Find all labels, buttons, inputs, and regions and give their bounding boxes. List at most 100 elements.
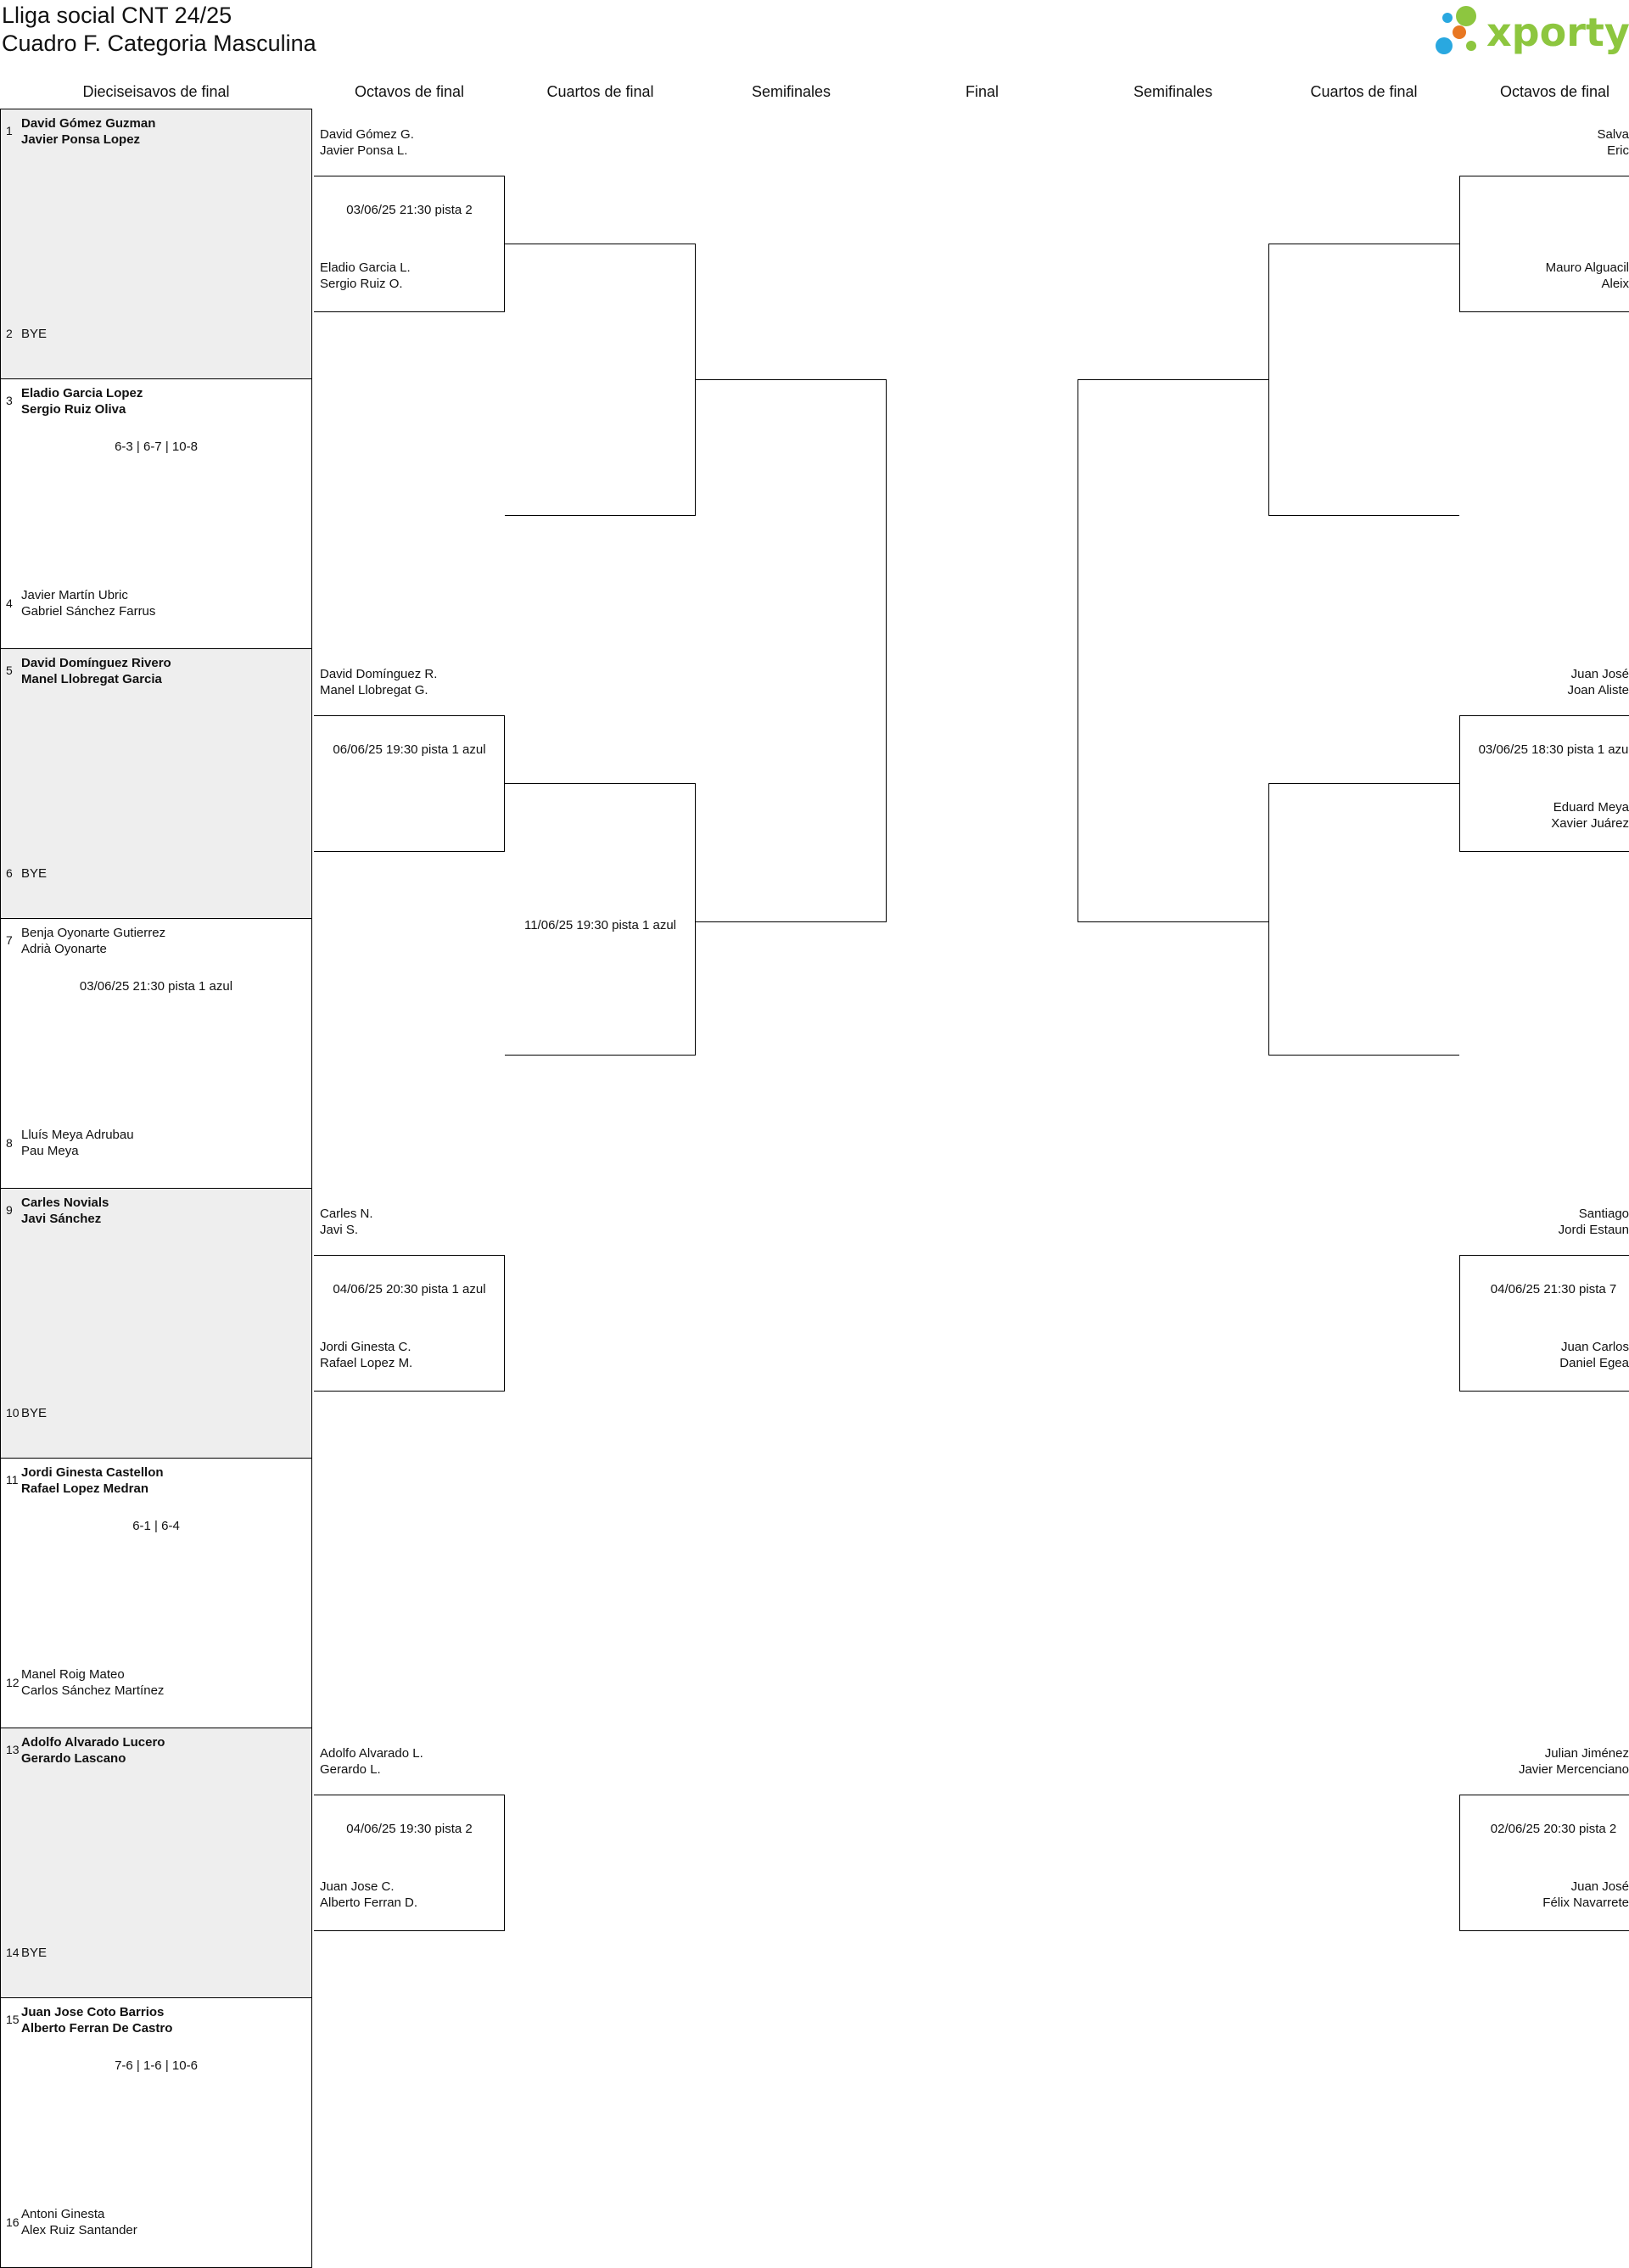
seed-number: 13 — [6, 1743, 20, 1756]
seed-number: 10 — [6, 1406, 20, 1420]
bracket-line — [505, 515, 696, 516]
logo-dot-blue-small — [1442, 13, 1453, 23]
player-name: Carlos Sánchez Martínez — [21, 1683, 165, 1698]
player-name: Lluís Meya Adrubau — [21, 1128, 134, 1142]
r16-schedule: 02/06/25 20:30 pista 2 — [1490, 1822, 1617, 1836]
r16-schedule: 03/06/25 21:30 pista 2 — [346, 203, 473, 217]
player-name: Gabriel Sánchez Farrus — [21, 604, 156, 619]
round-header-sf-right: Semifinales — [1133, 83, 1213, 100]
seed-number: 4 — [6, 596, 13, 610]
r16-player: Aleix — [1601, 277, 1629, 291]
seed-number: 12 — [6, 1676, 20, 1689]
seed-number: 1 — [6, 124, 13, 137]
r16-player: Mauro Alguacil — [1545, 260, 1629, 275]
r16-player: Juan José — [1570, 1879, 1629, 1894]
round-header-sf-left: Semifinales — [751, 83, 831, 100]
r16-player: Javier Mercenciano — [1518, 1762, 1629, 1777]
logo-dot-orange — [1453, 25, 1466, 39]
r16-player: David Domínguez R. — [320, 667, 438, 681]
match-result: 6-1 | 6-4 — [132, 1519, 180, 1533]
xporty-logo: xporty — [1436, 6, 1629, 55]
player-name: BYE — [21, 327, 48, 341]
bracket-line — [504, 1255, 505, 1391]
player-name: Rafael Lopez Medran — [21, 1481, 149, 1496]
r16-player: Manel Llobregat G. — [320, 683, 428, 697]
player-name: Manel Llobregat Garcia — [21, 672, 162, 686]
round-header-final: Final — [965, 83, 999, 100]
r16-schedule: 04/06/25 21:30 pista 7 — [1490, 1282, 1617, 1296]
bracket-line — [1459, 715, 1629, 716]
player-name: Pau Meya — [21, 1144, 79, 1158]
r16-schedule: 06/06/25 19:30 pista 1 azul — [333, 742, 486, 757]
player-name: Javier Ponsa Lopez — [21, 132, 141, 147]
bracket-line — [1268, 783, 1459, 784]
r16-player: Juan Carlos — [1560, 1340, 1629, 1354]
r16-player: Sergio Ruiz O. — [320, 277, 403, 291]
player-name: Alberto Ferran De Castro — [21, 2021, 173, 2036]
r16-player: Julian Jiménez — [1544, 1746, 1629, 1761]
r16-schedule: 04/06/25 19:30 pista 2 — [346, 1822, 473, 1836]
page-title: Lliga social CNT 24/25 — [2, 3, 232, 28]
r16-player: Rafael Lopez M. — [320, 1356, 413, 1370]
r16-player: Adolfo Alvarado L. — [320, 1746, 423, 1761]
player-name: David Domínguez Rivero — [21, 656, 171, 670]
player-name: Jordi Ginesta Castellon — [21, 1465, 164, 1480]
player-name: David Gómez Guzman — [21, 116, 156, 131]
bracket-line — [1459, 311, 1629, 312]
player-name: Benja Oyonarte Gutierrez — [21, 926, 166, 940]
match-slot — [0, 918, 312, 1189]
player-name: Adrià Oyonarte — [21, 942, 107, 956]
seed-number: 15 — [6, 2013, 20, 2026]
seed-number: 16 — [6, 2215, 20, 2229]
bracket-line — [1268, 1055, 1459, 1056]
bracket-line — [1459, 1255, 1460, 1391]
bracket-line — [314, 1930, 505, 1931]
logo-dot-green — [1456, 6, 1476, 26]
seed-number: 2 — [6, 327, 13, 340]
bracket-line — [314, 851, 505, 852]
round-header-qf-right: Cuartos de final — [1310, 83, 1418, 100]
page-subtitle: Cuadro F. Categoria Masculina — [2, 31, 316, 56]
seed-number: 6 — [6, 866, 13, 880]
player-name: Juan Jose Coto Barrios — [21, 2005, 165, 2019]
r16-player: Javi S. — [320, 1223, 359, 1237]
r16-player: Javier Ponsa L. — [320, 143, 408, 158]
bracket-line — [504, 715, 505, 851]
bracket-line — [1078, 921, 1268, 922]
bracket-line — [505, 783, 696, 784]
player-name: Antoni Ginesta — [21, 2207, 105, 2221]
bracket-line — [696, 921, 887, 922]
r16-player: Daniel Egea — [1559, 1356, 1629, 1370]
bracket-line — [314, 1255, 505, 1256]
seed-number: 11 — [6, 1473, 19, 1487]
r16-player: Juan José — [1570, 667, 1629, 681]
bracket-line — [1268, 244, 1269, 515]
player-name: Sergio Ruiz Oliva — [21, 402, 126, 417]
bracket-line — [505, 1055, 696, 1056]
seed-number: 8 — [6, 1136, 13, 1150]
round-header-r16-left: Octavos de final — [354, 83, 465, 100]
player-name: Gerardo Lascano — [21, 1751, 126, 1766]
logo-dot-green-small — [1466, 41, 1476, 51]
r16-schedule: 03/06/25 18:30 pista 1 azu — [1478, 742, 1629, 757]
round-header-qf-left: Cuartos de final — [546, 83, 654, 100]
r16-player: Salva — [1597, 127, 1629, 142]
r16-player: Xavier Juárez — [1551, 816, 1629, 831]
player-name: BYE — [21, 866, 48, 881]
round-header-r32: Dieciseisavos de final — [82, 83, 230, 100]
bracket-line — [504, 1795, 505, 1930]
player-name: Javier Martín Ubric — [21, 588, 128, 602]
match-result: 7-6 | 1-6 | 10-6 — [115, 2058, 198, 2073]
r16-player: Jordi Estaun — [1558, 1223, 1629, 1237]
match-slot — [0, 109, 312, 379]
bracket-line — [1459, 1391, 1629, 1392]
bracket-line — [314, 311, 505, 312]
player-name: Eladio Garcia Lopez — [21, 386, 143, 400]
match-slot — [0, 1188, 312, 1459]
seed-number: 7 — [6, 933, 13, 947]
bracket-line — [1459, 176, 1460, 311]
r16-player: Alberto Ferran D. — [320, 1896, 418, 1910]
r16-player: Joan Aliste — [1567, 683, 1629, 697]
seed-number: 9 — [6, 1203, 13, 1217]
r16-player: Carles N. — [320, 1207, 373, 1221]
